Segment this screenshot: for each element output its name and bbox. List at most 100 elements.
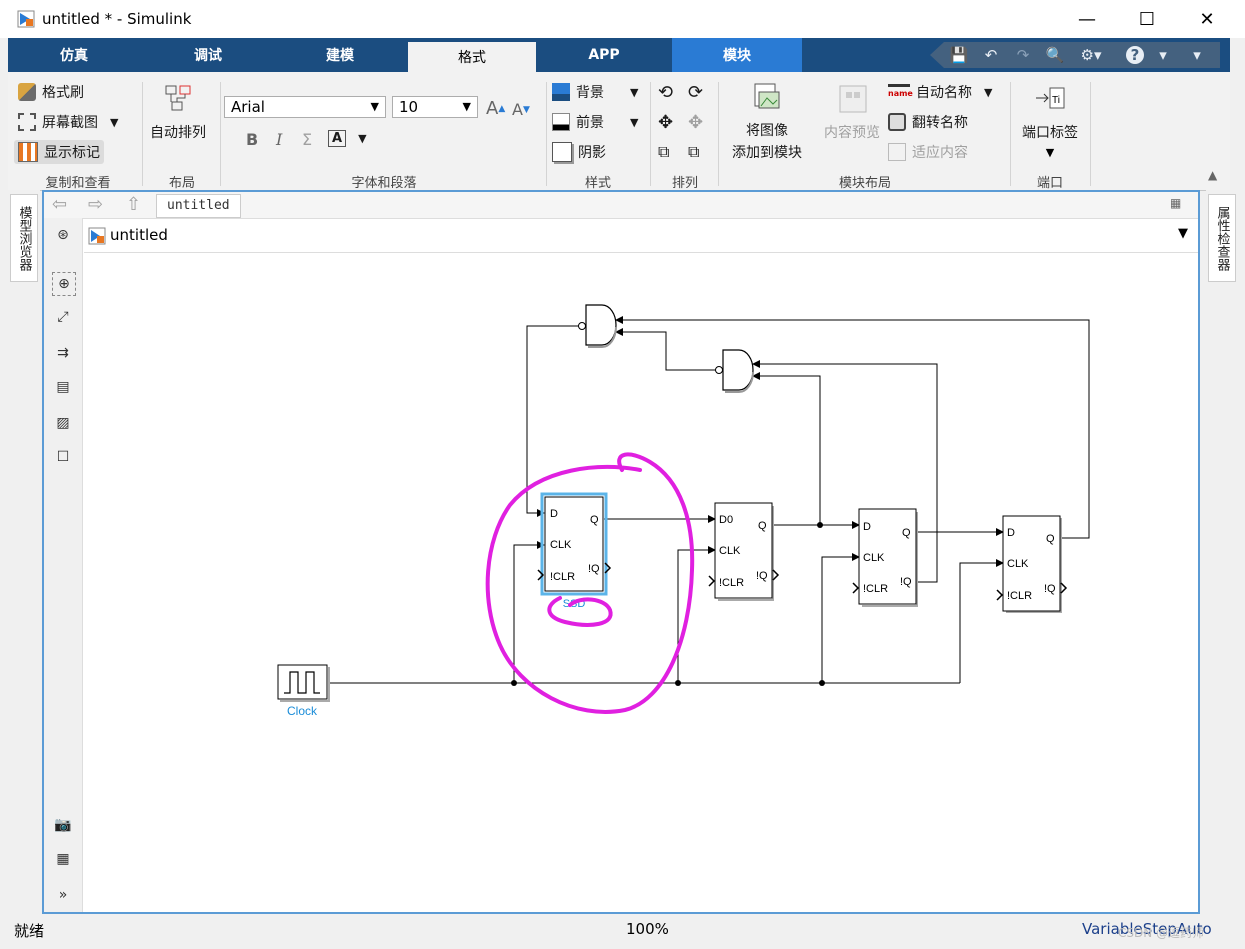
group-label-port: 端口 xyxy=(1036,176,1063,191)
italic-button[interactable]: I xyxy=(276,130,283,149)
save-icon[interactable]: 💾 xyxy=(949,46,969,64)
screenshot-button[interactable]: 屏幕截图▼ xyxy=(18,112,118,132)
tab-modeling[interactable]: 建模 xyxy=(326,48,354,64)
expand-icon[interactable]: » xyxy=(58,887,68,903)
tab-block[interactable]: 模块 xyxy=(672,38,802,72)
breadcrumb[interactable]: untitled xyxy=(156,194,241,218)
group-label-layout: 布局 xyxy=(168,176,195,191)
camera-icon[interactable]: 📷 xyxy=(54,817,72,833)
nq3-feedback-line[interactable] xyxy=(752,360,938,583)
show-marks-button[interactable]: 显示标记 xyxy=(14,140,104,164)
sigma-button[interactable]: Σ xyxy=(302,130,313,149)
settings-dropdown-icon[interactable]: ⚙▾ xyxy=(1080,46,1102,64)
ribbon: 格式刷 屏幕截图▼ 显示标记 复制和查看 自动排列 布局 Arial▼ 10▼ … xyxy=(8,72,1230,191)
clk-line-ff2[interactable] xyxy=(677,546,716,683)
ff2-port-nq: !Q xyxy=(756,570,768,582)
tab-simulation[interactable]: 仿真 xyxy=(60,48,88,64)
tab-apps[interactable]: APP xyxy=(588,47,620,63)
model-explorer-icon[interactable]: ▦ xyxy=(56,851,70,867)
font-size-select[interactable]: 10▼ xyxy=(392,96,478,118)
decrease-font-icon[interactable]: A▼ xyxy=(512,100,530,119)
svg-text:Ti: Ti xyxy=(1052,95,1060,106)
back-icon[interactable]: ⇦ xyxy=(52,194,68,215)
diagram-canvas[interactable]: D CLK !CLR Q !Q SSD D0 CLK !CLR Q !Q D C… xyxy=(84,254,1198,912)
nand-gate-1[interactable] xyxy=(578,304,617,348)
solver-link[interactable]: VariableStepAuto xyxy=(1082,920,1212,938)
fit-to-view-icon[interactable]: ⤢ xyxy=(57,309,69,325)
bring-front-icon[interactable]: ⧉ xyxy=(658,142,670,161)
add-image-button[interactable]: 将图像 添加到模块 xyxy=(724,82,810,162)
flip-name-icon xyxy=(888,113,906,131)
clock-block-name[interactable]: Clock xyxy=(287,704,318,718)
flipflop-2-block[interactable]: D0 CLK !CLR Q !Q xyxy=(708,502,780,601)
keyboard-icon[interactable]: ▦ xyxy=(1170,196,1182,210)
ff3-port-nq: !Q xyxy=(900,576,912,588)
flip-disabled-icon[interactable]: ✥ xyxy=(688,112,704,133)
signal-routing-icon[interactable]: ⇉ xyxy=(57,345,69,361)
paint-bucket-icon xyxy=(552,83,570,101)
zoom-level[interactable]: 100% xyxy=(626,920,669,938)
shadow-checkbox[interactable]: 阴影 xyxy=(552,142,606,162)
send-back-icon[interactable]: ⧉ xyxy=(688,142,700,161)
nand2-output-line[interactable] xyxy=(615,328,718,371)
nand1-output-line[interactable] xyxy=(526,325,581,517)
flipflop-4-block[interactable]: D CLK !CLR Q !Q xyxy=(996,515,1068,613)
content-preview-button[interactable]: 内容预览 xyxy=(814,82,890,142)
collapse-ribbon-icon[interactable]: ▾ xyxy=(1193,46,1201,64)
port-label-icon: Ti xyxy=(1036,87,1065,109)
address-bar: untitled ▼ xyxy=(84,220,1198,253)
redo-icon[interactable]: ↷ xyxy=(1016,46,1030,64)
fit-content-button[interactable]: 适应内容 xyxy=(888,142,968,162)
model-browser-tab[interactable]: 模型浏览器 xyxy=(10,194,38,282)
nand-gate-2[interactable] xyxy=(715,349,754,393)
rotate-left-icon[interactable]: ⟲ xyxy=(658,82,674,103)
close-button[interactable]: ✕ xyxy=(1199,8,1215,30)
screenshot-icon xyxy=(18,113,36,131)
port-label-button[interactable]: Ti 端口标签 ▼ xyxy=(1016,86,1084,159)
help-dropdown-icon[interactable]: ▾ xyxy=(1159,46,1167,64)
ff2-port-q: Q xyxy=(758,520,767,532)
content-preview-icon xyxy=(839,85,867,113)
up-icon[interactable]: ⇧ xyxy=(126,194,142,215)
font-family-select[interactable]: Arial▼ xyxy=(224,96,386,118)
ssd-block[interactable]: D CLK !CLR Q !Q SSD xyxy=(537,492,612,610)
bold-button[interactable]: B xyxy=(246,130,259,149)
rotate-right-icon[interactable]: ⟳ xyxy=(688,82,704,103)
foreground-color-button[interactable]: 前景▼ xyxy=(552,112,638,132)
model-name[interactable]: untitled xyxy=(110,226,168,244)
format-painter-button[interactable]: 格式刷 xyxy=(18,82,84,102)
property-inspector-tab[interactable]: 属性检查器 xyxy=(1208,194,1236,282)
forward-icon[interactable]: ⇨ xyxy=(88,194,104,215)
search-icon[interactable]: 🔍 xyxy=(1045,46,1065,64)
pen-icon xyxy=(552,113,570,131)
clk-line-ff4[interactable] xyxy=(959,559,1004,683)
clock-block[interactable]: Clock xyxy=(277,664,330,718)
increase-font-icon[interactable]: A▲ xyxy=(486,98,506,119)
text-box-button[interactable]: A▼ xyxy=(328,130,367,147)
q2-feedback-line[interactable] xyxy=(752,372,821,525)
chevron-down-icon: ▼ xyxy=(110,115,119,129)
image-icon[interactable]: ▨ xyxy=(56,415,70,431)
help-icon[interactable]: ? xyxy=(1126,46,1144,64)
chevron-down-icon: ▼ xyxy=(358,132,367,145)
background-color-button[interactable]: 背景▼ xyxy=(552,82,638,102)
auto-arrange-button[interactable]: 自动排列 xyxy=(148,82,208,162)
undo-icon[interactable]: ↶ xyxy=(984,46,998,64)
collapse-ribbon-icon[interactable]: ▲ xyxy=(1208,168,1218,182)
address-dropdown-icon[interactable]: ▼ xyxy=(1178,226,1188,241)
flipflop-3-block[interactable]: D CLK !CLR Q !Q xyxy=(852,508,918,607)
clk-line-ff3[interactable] xyxy=(821,553,860,683)
flip-block-icon[interactable]: ✥ xyxy=(658,112,674,133)
hide-show-icon[interactable]: ⊛ xyxy=(57,227,69,243)
q4-feedback-line[interactable] xyxy=(615,316,1090,539)
flip-name-button[interactable]: 翻转名称 xyxy=(888,112,968,132)
annotation-icon[interactable]: ▤ xyxy=(56,379,70,395)
minimize-button[interactable]: — xyxy=(1078,8,1096,30)
tab-debug[interactable]: 调试 xyxy=(194,48,222,64)
tab-format[interactable]: 格式 xyxy=(408,42,536,72)
clk-line-ssd[interactable] xyxy=(513,541,545,683)
maximize-button[interactable]: ☐ xyxy=(1138,8,1156,30)
zoom-in-icon[interactable]: ⊕ xyxy=(52,272,76,296)
area-icon[interactable]: ☐ xyxy=(56,449,70,465)
